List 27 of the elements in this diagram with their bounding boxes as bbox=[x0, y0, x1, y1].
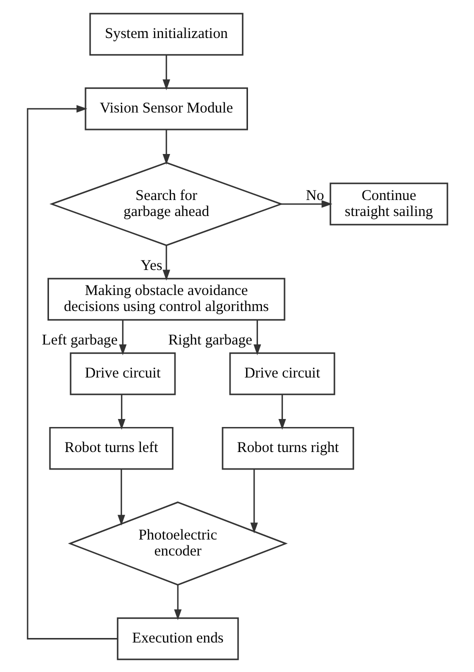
node-box: System initialization bbox=[88, 12, 243, 56]
arrow bbox=[278, 394, 286, 430]
node-diamond: Search for garbage ahead bbox=[48, 161, 283, 246]
arrow bbox=[117, 394, 125, 430]
arrow bbox=[26, 104, 118, 639]
node-box: Making obstacle avoidance decisions using control algorithms bbox=[47, 277, 285, 320]
arrow bbox=[250, 468, 258, 533]
edge-label: No bbox=[305, 187, 324, 204]
node-box: Drive circuit bbox=[69, 352, 176, 395]
arrow bbox=[162, 54, 170, 90]
node-box: Execution ends bbox=[116, 616, 238, 660]
node-box: Robot turns left bbox=[48, 426, 173, 470]
node-box: Drive circuit bbox=[228, 352, 335, 395]
arrow bbox=[117, 468, 125, 526]
edge-label: Right garbage bbox=[168, 332, 252, 348]
edge-label: Left garbage bbox=[41, 332, 118, 348]
node-box: Vision Sensor Module bbox=[84, 86, 248, 130]
node-diamond: Photoelectric encoder bbox=[67, 500, 288, 586]
arrow bbox=[253, 320, 261, 355]
node-box: Continue straight sailing bbox=[329, 182, 448, 225]
arrow bbox=[162, 245, 170, 280]
node-box: Robot turns right bbox=[221, 426, 354, 470]
arrow bbox=[162, 128, 170, 164]
arrow bbox=[280, 200, 332, 208]
edge-label: Yes bbox=[140, 257, 162, 274]
arrow bbox=[174, 584, 182, 620]
arrow bbox=[118, 320, 126, 355]
